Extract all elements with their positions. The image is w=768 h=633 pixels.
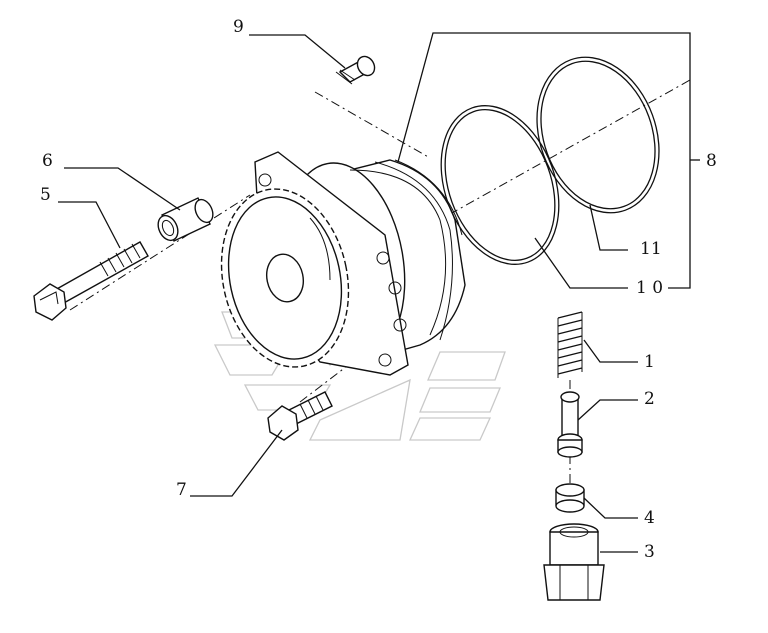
spring-part-1 [557,311,583,378]
long-bolt-part-5 [33,241,149,321]
o-rings [440,56,660,265]
callout-5: 5 [40,185,51,205]
callout-2: 2 [644,389,655,409]
callout-8: 8 [706,151,717,171]
callout-3: 3 [644,542,655,562]
callout-10: 1 0 [636,278,663,298]
bolt-small-part-9 [335,55,376,85]
callout-7: 7 [176,480,187,500]
plug-part-4 [555,483,585,513]
sleeve-part-6 [157,197,214,242]
drive-gear [220,188,350,368]
valve-body-part-3 [543,523,605,601]
callout-1: 1 [644,352,655,372]
plunger-part-2 [557,391,583,458]
callout-11: 11 [640,239,662,259]
flange-bolt-part-7 [267,391,333,441]
leader-lines [58,32,700,553]
callout-4: 4 [644,508,655,528]
callout-labels: 9 6 5 7 8 11 1 0 1 2 4 3 [40,17,717,562]
callout-6: 6 [42,151,53,171]
callout-9: 9 [233,17,244,37]
